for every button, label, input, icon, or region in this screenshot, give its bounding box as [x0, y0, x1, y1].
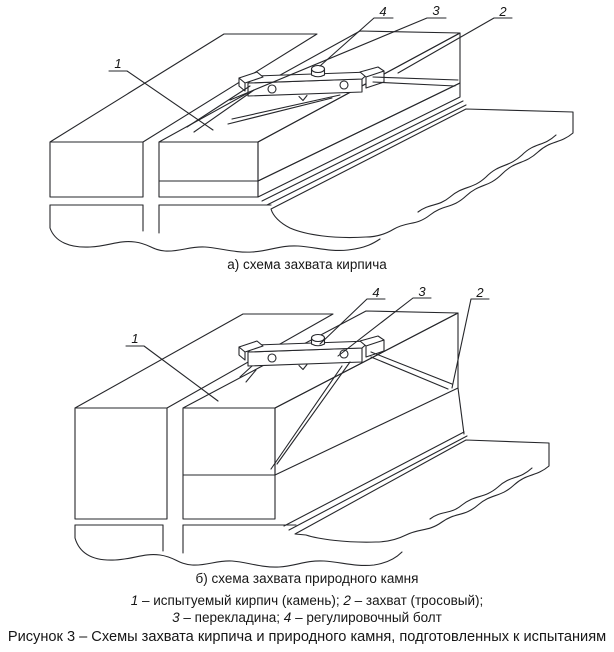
legend-num-2: 2	[343, 593, 351, 608]
cable-right-pair	[372, 76, 459, 87]
legend-text-2: – захват (тросовый);	[350, 593, 484, 608]
legend-num-1: 1	[130, 593, 139, 608]
crossbar-notch	[298, 94, 308, 102]
slab-torn-outline	[270, 108, 574, 239]
grip-clamp-b	[238, 333, 385, 371]
callout-2-label: 2	[498, 4, 507, 19]
slab-torn-inner-edge	[417, 134, 557, 213]
left-block-front-face	[74, 407, 168, 520]
crossbar-hole-left	[267, 353, 277, 363]
crossbar-left-cap	[238, 340, 264, 361]
leader-2	[397, 17, 513, 74]
cable-left-pair	[186, 85, 255, 133]
cable-left-pair	[239, 365, 257, 383]
slab-joint-lines	[283, 431, 468, 531]
base-slab-b	[74, 524, 403, 568]
diagram-a-drawing: 1 4 3 2	[49, 3, 574, 253]
base-joint-gap	[142, 204, 160, 234]
test-stone-side-face	[274, 312, 459, 476]
diagram-b-caption: б) схема захвата природного камня	[195, 571, 419, 586]
callout-2-label: 2	[475, 285, 484, 300]
base-joint-gap	[162, 524, 184, 554]
callout-3-label: 3	[418, 284, 426, 299]
legend-text-3: – перекладина;	[179, 610, 284, 625]
legend-num-4: 4	[283, 610, 292, 625]
legend-num-3: 3	[172, 610, 180, 625]
lower-course-side	[257, 82, 461, 198]
crossbar-left-cap	[238, 71, 264, 92]
grip-clamp-a	[238, 64, 385, 102]
lower-course-side-edge	[457, 387, 465, 435]
left-block-front-face	[49, 141, 144, 198]
leader-1	[108, 70, 214, 131]
legend-line-2: 3 – перекладина; 4 – регулировочный болт	[0, 610, 614, 625]
callouts-a: 1 4 3 2	[108, 3, 513, 131]
legend-text-1: – испытуемый кирпич (камень);	[138, 593, 344, 608]
leader-2	[451, 298, 490, 389]
lower-course-front	[158, 180, 259, 198]
base-slab-a	[49, 204, 381, 253]
slab-joint-lines	[261, 100, 467, 206]
callout-4-label: 4	[372, 285, 379, 300]
legend-text-4: – регулировочный болт	[291, 610, 442, 625]
cable-front-pair	[270, 361, 351, 470]
cable-lines-b	[239, 351, 453, 470]
callout-1-label: 1	[131, 331, 138, 346]
adjusting-bolt-head	[310, 64, 326, 74]
test-brick-front-face	[158, 141, 259, 182]
lower-course-front	[182, 474, 276, 520]
test-stone-front-face	[182, 407, 276, 476]
leader-4	[319, 17, 394, 67]
leader-3	[337, 297, 432, 357]
legend-line-1: 1 – испытуемый кирпич (камень); 2 – захв…	[0, 593, 614, 608]
leader-1	[125, 345, 219, 402]
base-wavy-bottom	[74, 524, 403, 568]
right-slab-b	[283, 431, 550, 543]
crossbar-notch	[298, 363, 308, 371]
crossbar-hole-left	[267, 84, 277, 94]
slab-torn-outline	[294, 439, 550, 543]
right-slab-a	[261, 100, 574, 239]
callout-4-label: 4	[379, 4, 386, 19]
diagram-a-caption: а) схема захвата кирпича	[227, 257, 387, 272]
callouts-b: 1 4 3 2	[125, 284, 490, 402]
callout-1-label: 1	[114, 56, 121, 71]
crossbar-right-cap	[359, 335, 385, 358]
diagram-b-drawing: 1 4 3 2	[74, 284, 550, 568]
cable-right-pair	[370, 351, 453, 390]
adjusting-bolt-head	[310, 333, 326, 343]
leader-4	[319, 298, 386, 345]
cable-front-pair	[227, 94, 341, 125]
base-wavy-bottom	[49, 204, 381, 253]
masonry-blocks-a	[49, 30, 461, 198]
crossbar-hole-right	[339, 80, 349, 90]
cable-lines-a	[186, 76, 459, 133]
leader-3	[229, 17, 447, 101]
slab-torn-inner-edge	[429, 467, 533, 520]
callout-3-label: 3	[432, 3, 440, 18]
figure-caption: Рисунок 3 – Схемы захвата кирпича и прир…	[7, 629, 607, 645]
